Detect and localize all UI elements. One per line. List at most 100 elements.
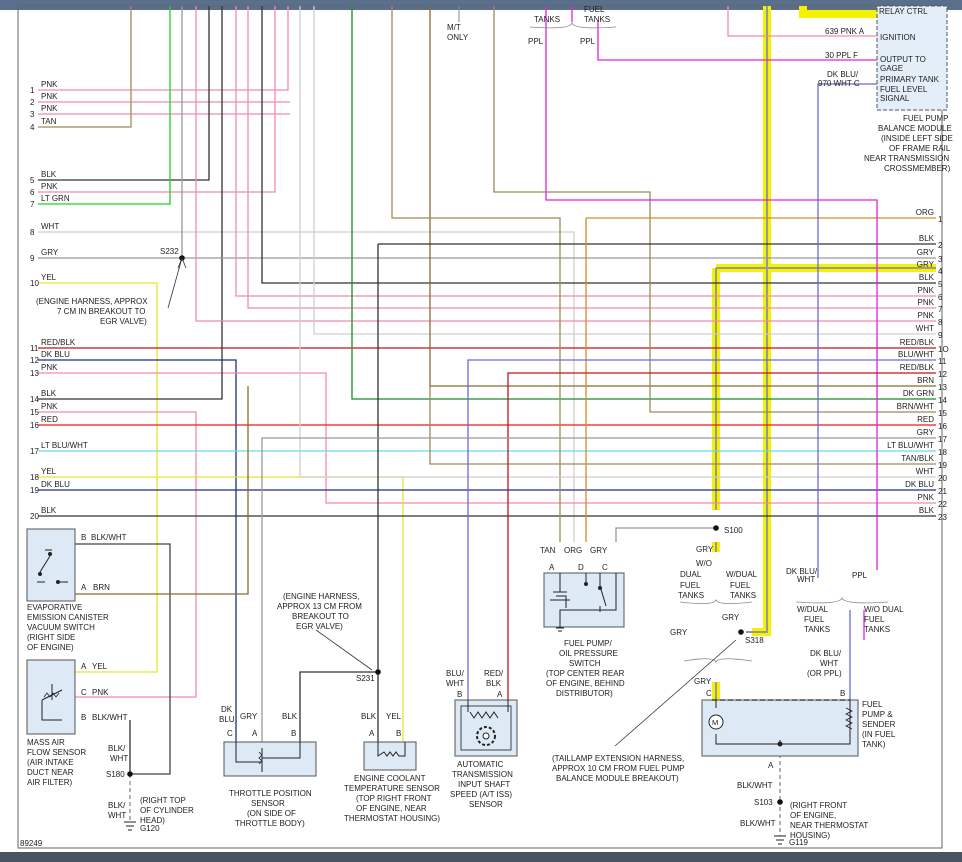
svg-text:OF ENGINE, NEAR: OF ENGINE, NEAR [356, 804, 427, 813]
left-pin-wire-color: DK BLU [41, 350, 70, 359]
left-pin-number: 10 [30, 279, 39, 288]
svg-text:GRY: GRY [696, 545, 714, 554]
svg-text:C: C [227, 729, 233, 738]
svg-text:WHT: WHT [108, 811, 126, 820]
svg-text:IGNITION: IGNITION [880, 33, 916, 42]
svg-text:BLK: BLK [486, 679, 502, 688]
right-pin-wire-color: PNK [918, 286, 935, 295]
svg-text:RED/: RED/ [484, 669, 504, 678]
svg-text:(INSIDE LEFT SIDE: (INSIDE LEFT SIDE [881, 134, 953, 143]
splice-s318: S318 (TAILLAMP EXTENSION HARNESS, APPROX… [552, 629, 764, 783]
svg-text:SENDER: SENDER [862, 720, 896, 729]
right-pin-number: 12 [938, 370, 947, 379]
svg-text:RELAY CTRL: RELAY CTRL [879, 7, 928, 16]
svg-text:DISTRIBUTOR): DISTRIBUTOR) [556, 689, 613, 698]
fuel-pump-oil-pressure-switch: TAN ORG GRY A D C FUEL PUMP/ OIL PRESSUR… [540, 546, 625, 698]
svg-text:(RIGHT SIDE: (RIGHT SIDE [27, 633, 75, 642]
right-pin-number: 2 [938, 241, 943, 250]
svg-text:OF ENGINE): OF ENGINE) [27, 643, 74, 652]
svg-text:YEL: YEL [92, 662, 108, 671]
svg-text:CROSSMEMBER): CROSSMEMBER) [884, 164, 951, 173]
left-pin-wire-color: BLK [41, 506, 57, 515]
svg-text:ORG: ORG [564, 546, 582, 555]
right-pin-number: 6 [938, 293, 943, 302]
wire-gry-s100 [615, 527, 716, 542]
svg-text:APPROX 13 CM FROM: APPROX 13 CM FROM [277, 602, 362, 611]
wire-left-1 [38, 6, 289, 91]
right-pin-wire-color: RED [917, 415, 934, 424]
svg-text:THROTTLE BODY): THROTTLE BODY) [235, 819, 305, 828]
svg-text:FUEL: FUEL [804, 615, 825, 624]
svg-text:WHT: WHT [110, 754, 128, 763]
svg-text:970 WHT C: 970 WHT C [818, 79, 860, 88]
svg-text:OF ENGINE, BEHIND: OF ENGINE, BEHIND [546, 679, 625, 688]
right-pin-wire-color: PNK [918, 298, 935, 307]
svg-text:(RIGHT TOP: (RIGHT TOP [140, 796, 186, 805]
svg-text:DK: DK [221, 705, 233, 714]
svg-text:S180: S180 [106, 770, 125, 779]
top-labels: M/T ONLY TANKS FUEL TANKS PPL PPL [447, 5, 617, 46]
evap-canister-vacuum-switch: B BLK/WHT A BRN EVAPORATIVE EMISSION CAN… [26, 528, 127, 652]
right-pin-wire-color: RED/BLK [900, 338, 935, 347]
wire-blk-s180 [68, 543, 171, 775]
right-pin-wire-color: BRN/WHT [897, 402, 934, 411]
svg-text:A: A [549, 563, 555, 572]
svg-text:C: C [706, 689, 712, 698]
splice-s231: S231 (ENGINE HARNESS, APPROX 13 CM FROM … [277, 592, 381, 683]
right-pin-number: 13 [938, 383, 947, 392]
left-pin-number: 9 [30, 254, 35, 263]
svg-text:OF ENGINE,: OF ENGINE, [790, 811, 836, 820]
right-pin-number: 23 [938, 513, 947, 522]
svg-text:DUCT NEAR: DUCT NEAR [27, 768, 74, 777]
svg-text:TEMPERATURE SENSOR: TEMPERATURE SENSOR [344, 784, 440, 793]
svg-text:W/O: W/O [696, 559, 712, 568]
left-pin-wire-color: DK BLU [41, 480, 70, 489]
mass-air-flow-sensor: A YEL C PNK B BLK/WHT MASS AIR FLOW SENS… [26, 659, 128, 787]
svg-text:B: B [840, 689, 845, 698]
svg-text:TANKS: TANKS [730, 591, 756, 600]
right-pin-number: 20 [938, 474, 947, 483]
svg-text:G120: G120 [140, 824, 160, 833]
right-pin-wire-color: ORG [916, 208, 934, 217]
trunk-tanblk-pin19 [429, 386, 936, 465]
svg-text:S231: S231 [356, 674, 375, 683]
right-pin-number: 1O [938, 345, 949, 354]
svg-text:C: C [602, 563, 608, 572]
left-pin-wire-color: PNK [41, 182, 58, 191]
svg-text:PRIMARY TANK: PRIMARY TANK [880, 75, 940, 84]
svg-text:FUEL LEVEL: FUEL LEVEL [880, 85, 928, 94]
svg-text:HOUSING): HOUSING) [790, 831, 830, 840]
svg-text:WHT: WHT [820, 659, 838, 668]
svg-text:PPL: PPL [528, 37, 544, 46]
svg-text:PPL: PPL [852, 571, 868, 580]
trunk-dkgrn-pin14 [351, 6, 936, 400]
svg-text:OF FRAME RAIL: OF FRAME RAIL [889, 144, 951, 153]
svg-text:(RIGHT FRONT: (RIGHT FRONT [790, 801, 847, 810]
fuel-pump-balance-module: RELAY CTRL IGNITION 639 PNK A OUTPUT TO … [818, 5, 953, 173]
svg-text:INPUT SHAFT: INPUT SHAFT [458, 780, 510, 789]
svg-text:VACUUM SWITCH: VACUUM SWITCH [27, 623, 95, 632]
fuel-pump-sender: M C B A FUEL PUMP & SENDER (IN FUEL TANK… [701, 689, 896, 770]
wire-left-15 [38, 411, 197, 698]
right-pin-number: 5 [938, 280, 943, 289]
svg-text:SPEED (A/T ISS): SPEED (A/T ISS) [450, 790, 512, 799]
left-pin-wire-color: YEL [41, 273, 57, 282]
svg-text:PNK: PNK [92, 688, 109, 697]
svg-text:30 PPL F: 30 PPL F [825, 51, 858, 60]
svg-text:GAGE: GAGE [880, 64, 903, 73]
svg-text:BLK/: BLK/ [108, 744, 126, 753]
svg-text:BLK/WHT: BLK/WHT [92, 713, 128, 722]
svg-text:(TOP RIGHT FRONT: (TOP RIGHT FRONT [356, 794, 432, 803]
wire-org-pin1 [585, 217, 936, 542]
right-pin-number: 16 [938, 422, 947, 431]
svg-text:DUAL: DUAL [680, 570, 702, 579]
svg-text:SENSOR: SENSOR [469, 800, 503, 809]
svg-text:FUEL PUMP: FUEL PUMP [903, 114, 949, 123]
trunk-pnk-pin7 [247, 6, 936, 309]
right-pin-labels: 1ORG2BLK3GRY4GRY5BLK6PNK7PNK8PNK9WHT1ORE… [887, 208, 949, 522]
svg-text:BLK/: BLK/ [108, 801, 126, 810]
svg-text:7 CM IN BREAKOUT TO: 7 CM IN BREAKOUT TO [57, 307, 145, 316]
right-pin-wire-color: BLU/WHT [898, 350, 934, 359]
svg-text:W/O DUAL: W/O DUAL [864, 605, 904, 614]
svg-text:PUMP &: PUMP & [862, 710, 893, 719]
